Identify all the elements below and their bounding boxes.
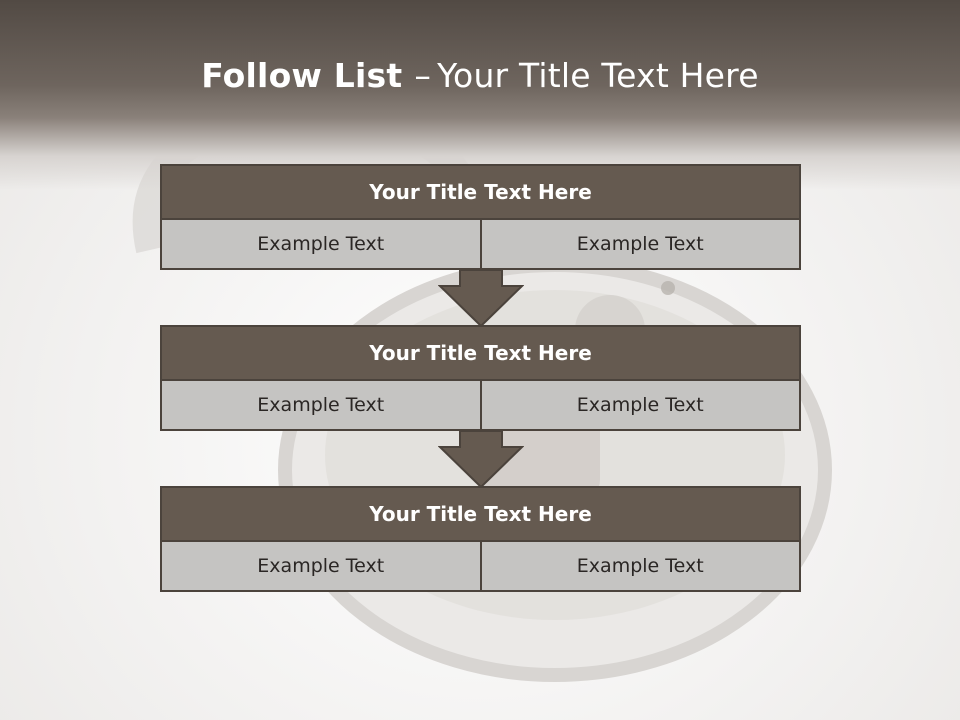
down-arrow-icon bbox=[438, 270, 524, 328]
title-dash: – bbox=[414, 56, 432, 95]
step-2-left-text: Example Text bbox=[257, 394, 385, 416]
step-cells-1: Example Text Example Text bbox=[160, 220, 801, 270]
step-title-3: Your Title Text Here bbox=[160, 486, 801, 542]
step-block-3: Your Title Text Here Example Text Exampl… bbox=[160, 486, 801, 592]
step-cells-3: Example Text Example Text bbox=[160, 542, 801, 592]
title-bold: Follow List bbox=[201, 56, 403, 95]
step-cells-2: Example Text Example Text bbox=[160, 381, 801, 431]
title-rest: Your Title Text Here bbox=[437, 56, 759, 95]
step-block-2: Your Title Text Here Example Text Exampl… bbox=[160, 325, 801, 431]
step-block-1: Your Title Text Here Example Text Exampl… bbox=[160, 164, 801, 270]
step-title-2: Your Title Text Here bbox=[160, 325, 801, 381]
slide-title: Follow List–Your Title Text Here bbox=[0, 56, 960, 95]
step-3-right-text: Example Text bbox=[479, 542, 800, 590]
header-band bbox=[0, 0, 960, 190]
step-2-right-text: Example Text bbox=[479, 381, 800, 429]
step-1-right-text: Example Text bbox=[479, 220, 800, 268]
step-title-1: Your Title Text Here bbox=[160, 164, 801, 220]
down-arrow-icon bbox=[438, 431, 524, 489]
step-3-left-text: Example Text bbox=[257, 555, 385, 577]
step-1-left-text: Example Text bbox=[257, 233, 385, 255]
